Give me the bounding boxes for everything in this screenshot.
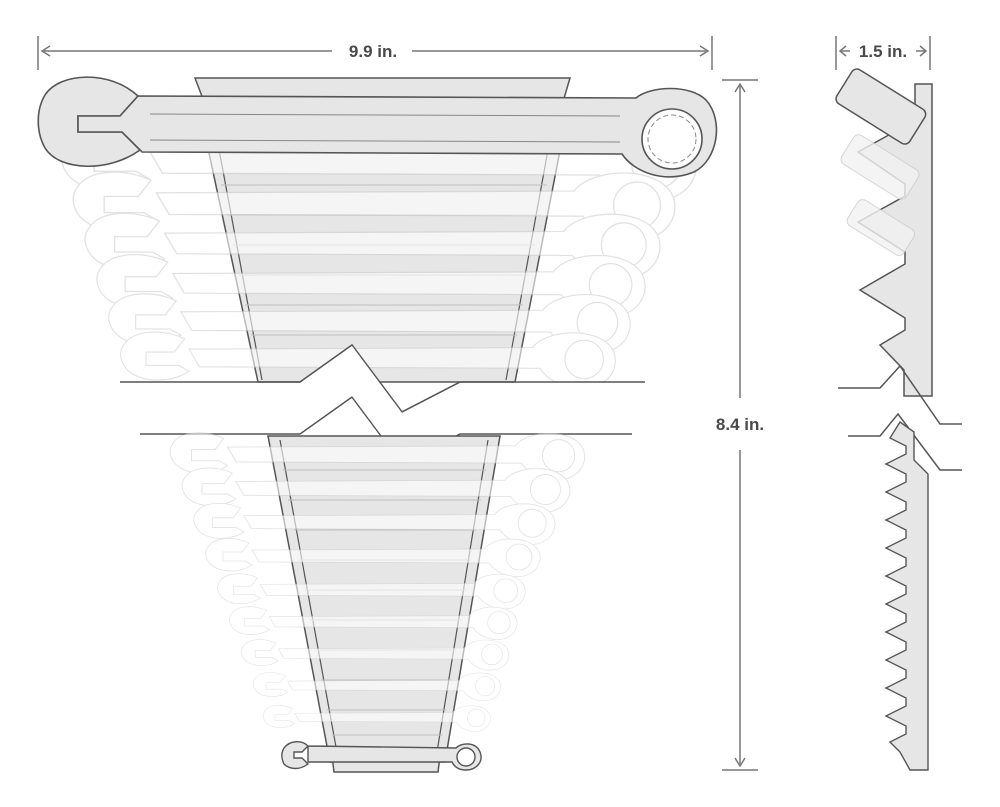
width-dimension: [37, 36, 713, 70]
depth-label: 1.5 in.: [859, 42, 907, 61]
largest-wrench: [37, 76, 718, 178]
break-line-side: [838, 364, 962, 471]
height-label: 8.4 in.: [716, 415, 764, 434]
height-dimension: [722, 79, 758, 771]
rack-side-lower: [884, 420, 929, 771]
smallest-wrench: [281, 741, 482, 771]
depth-dimension: [835, 36, 931, 70]
width-label: 9.9 in.: [349, 42, 397, 61]
rack-side-upper: [835, 68, 933, 397]
break-line-front: [120, 343, 645, 466]
